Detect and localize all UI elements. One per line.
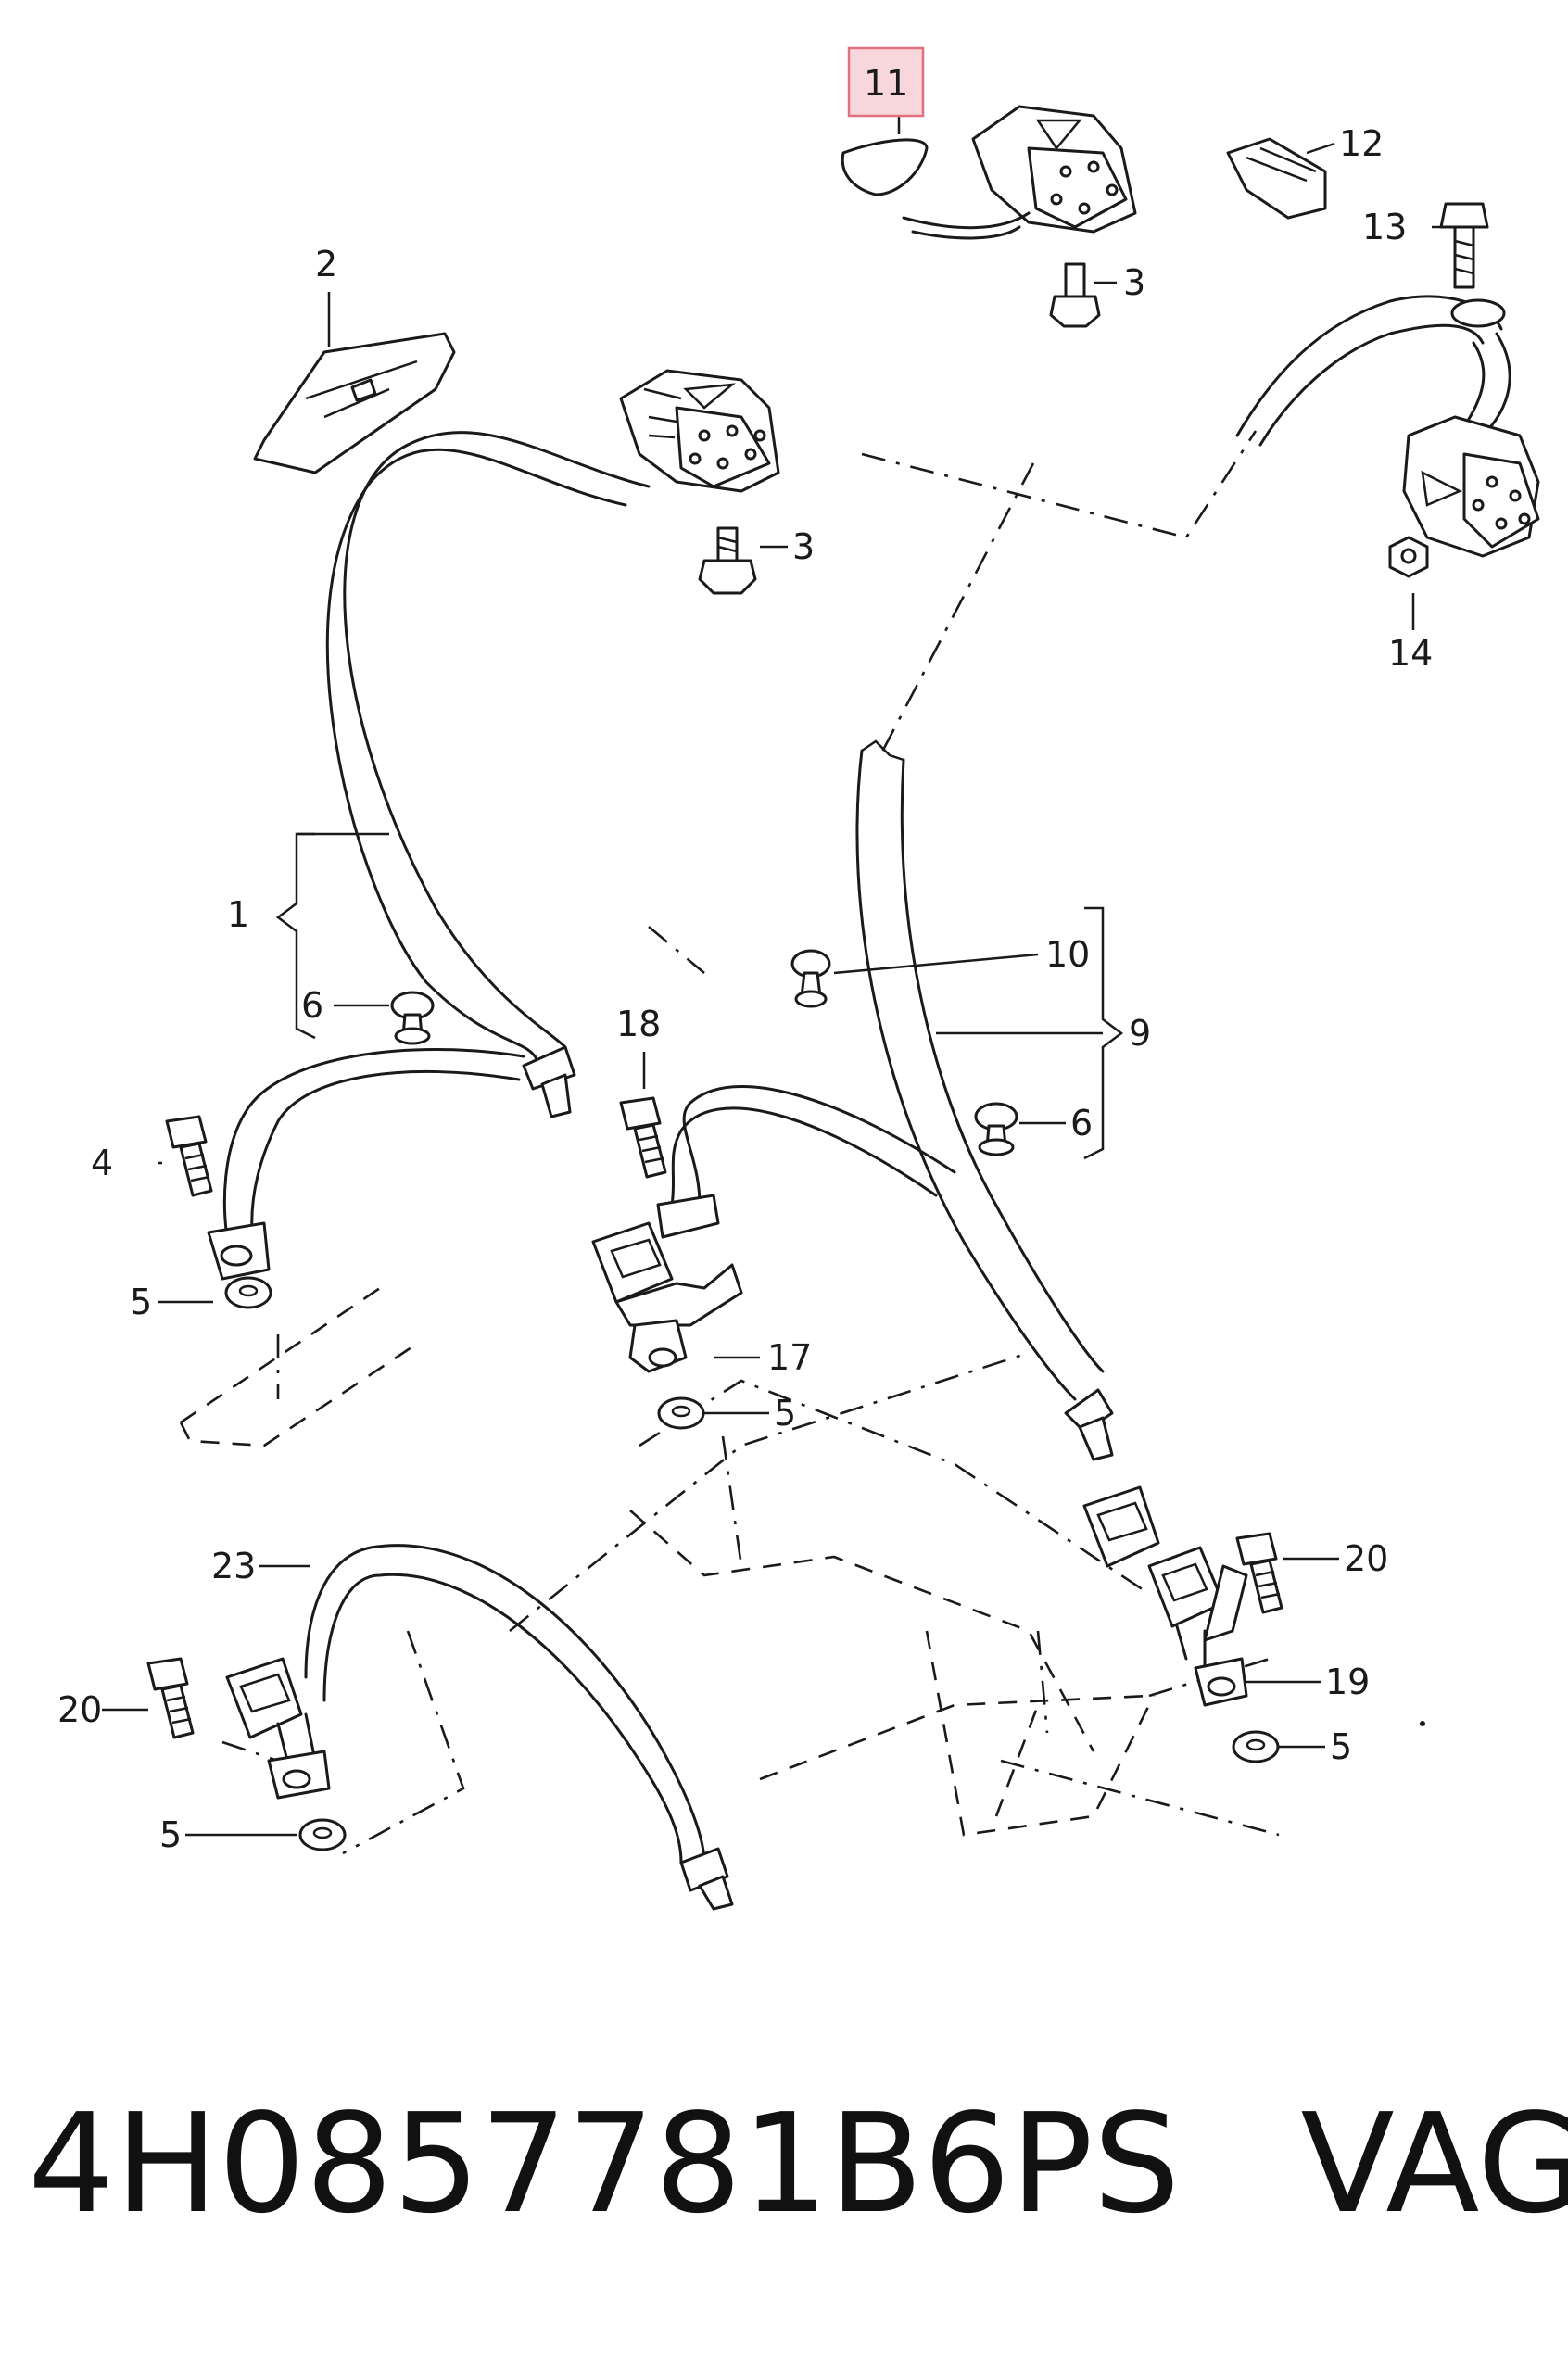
part-caption: 4H0857781B6PS VAG [28, 2080, 1568, 2247]
buckle-19 [1082, 1485, 1248, 1707]
callout-4: 4 [91, 1143, 113, 1183]
bolt-4 [165, 1115, 213, 1197]
callout-11: 11 [864, 63, 908, 104]
callout-6-left: 6 [301, 985, 323, 1026]
callout-labels: 1 2 3 3 4 5 5 5 5 6 6 9 10 11 12 13 14 1… [57, 63, 1433, 1855]
bolt-18 [619, 1096, 667, 1179]
washer-5-d [298, 1818, 347, 1851]
seat-belt-9 [656, 739, 1114, 1461]
brand-name: VAG [1300, 2084, 1568, 2243]
leader-lines [102, 97, 1450, 1837]
callout-23: 23 [211, 1546, 256, 1586]
callout-12: 12 [1339, 123, 1384, 164]
retractor-top [902, 105, 1137, 240]
trim-cover-2 [253, 332, 456, 474]
seat-belt-23 [225, 1544, 734, 1911]
callout-3-left: 3 [792, 526, 815, 567]
guide-11 [841, 138, 929, 196]
callout-2: 2 [315, 244, 337, 284]
washer-5-c [1232, 1730, 1280, 1763]
callout-17: 17 [767, 1337, 812, 1378]
bolt-20-right [1235, 1532, 1283, 1614]
trim-12 [1226, 137, 1327, 220]
callout-10: 10 [1045, 934, 1090, 975]
retractor-left [619, 369, 780, 493]
stray-dot [1420, 1721, 1425, 1726]
callout-9: 9 [1129, 1013, 1151, 1054]
highlight-box-11 [847, 46, 925, 118]
bolt-20-left [146, 1657, 195, 1739]
retractor-right [1235, 295, 1540, 558]
clip-10 [790, 949, 831, 1008]
callout-5-b: 5 [774, 1393, 796, 1434]
part-number: 4H0857781B6PS [28, 2084, 1181, 2243]
callout-3-top: 3 [1123, 262, 1145, 303]
buckle-17 [591, 1221, 743, 1373]
callout-18: 18 [616, 1004, 661, 1044]
callout-5-d: 5 [159, 1814, 182, 1855]
callout-20-right: 20 [1344, 1538, 1388, 1579]
callout-14: 14 [1388, 633, 1433, 674]
callout-13: 13 [1362, 207, 1407, 247]
callout-20-left: 20 [57, 1689, 102, 1730]
washer-5-a [224, 1276, 272, 1309]
clip-6-right [974, 1102, 1018, 1156]
nut-14 [1388, 536, 1429, 578]
floor-outline [179, 430, 1280, 1855]
callout-19: 19 [1325, 1662, 1370, 1702]
bolt-13 [1439, 202, 1489, 289]
seat-belt-1 [207, 431, 651, 1281]
clip-6-left [390, 991, 435, 1045]
callout-1: 1 [227, 894, 249, 935]
bolt-3-left [698, 526, 757, 595]
callout-5-c: 5 [1330, 1726, 1352, 1767]
washer-5-b [657, 1396, 705, 1430]
callout-6-right: 6 [1070, 1103, 1093, 1144]
callout-5-a: 5 [130, 1282, 152, 1322]
bolt-3-top [1049, 262, 1101, 328]
